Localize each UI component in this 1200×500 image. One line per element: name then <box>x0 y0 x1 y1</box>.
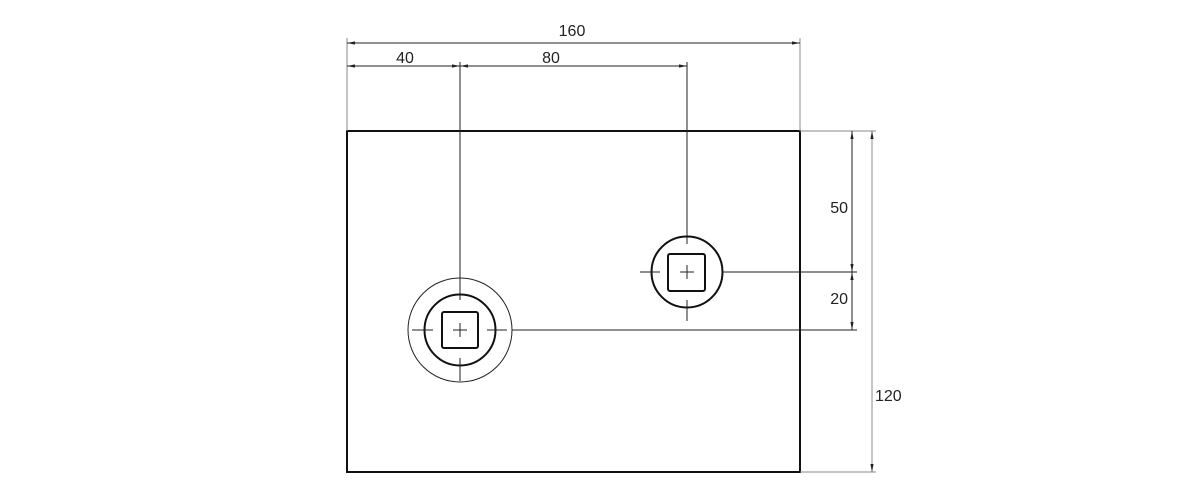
hole-2 <box>640 235 724 321</box>
dimension-lines <box>347 41 874 472</box>
dim-overall-height: 120 <box>875 388 902 405</box>
dim-hole2-from-top: 50 <box>830 200 848 217</box>
dim-hole-offset-y: 20 <box>830 291 848 308</box>
dim-overall-width: 160 <box>559 23 586 40</box>
dim-hole1-x: 40 <box>396 50 414 67</box>
plate-outline <box>346 130 801 473</box>
center-mark-icon <box>640 265 694 321</box>
counterbored-hole-1 <box>407 277 513 383</box>
center-mark-icon <box>412 323 507 381</box>
extension-lines <box>346 38 876 473</box>
dim-hole-spacing-x: 80 <box>542 50 560 67</box>
